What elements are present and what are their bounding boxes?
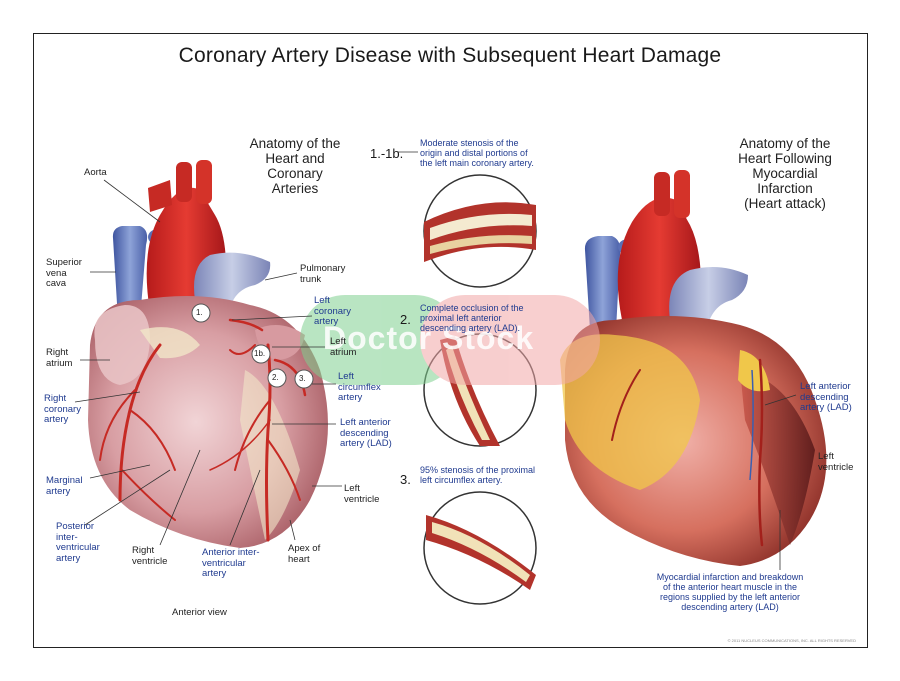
label-anterior-view: Anterior view xyxy=(172,607,227,618)
left-panel-heading: Anatomy of the Heart and Coronary Arteri… xyxy=(249,136,341,196)
marker-1: 1. xyxy=(196,308,203,317)
artery-cross-sections xyxy=(423,174,537,605)
step-1-number: 1.-1b. xyxy=(370,146,404,161)
step-3-number: 3. xyxy=(400,472,411,487)
watermark-badge xyxy=(300,295,600,385)
marker-2: 2. xyxy=(272,373,279,382)
right-panel-heading: Anatomy of the Heart Following Myocardia… xyxy=(738,136,832,211)
marker-1b: 1b. xyxy=(254,349,266,358)
copyright-text: © 2011 NUCLEUS COMMUNICATIONS, INC. ALL … xyxy=(727,638,856,643)
marker-3: 3. xyxy=(299,374,306,383)
left-heart-illustration xyxy=(88,160,328,548)
watermark-text: Doctor Stock xyxy=(323,320,535,356)
leader-lines xyxy=(74,151,797,570)
page-title: Coronary Artery Disease with Subsequent … xyxy=(178,44,722,67)
label-aorta: Aorta xyxy=(84,167,107,178)
step-2-number: 2. xyxy=(400,312,411,327)
right-heart-illustration xyxy=(560,170,827,566)
